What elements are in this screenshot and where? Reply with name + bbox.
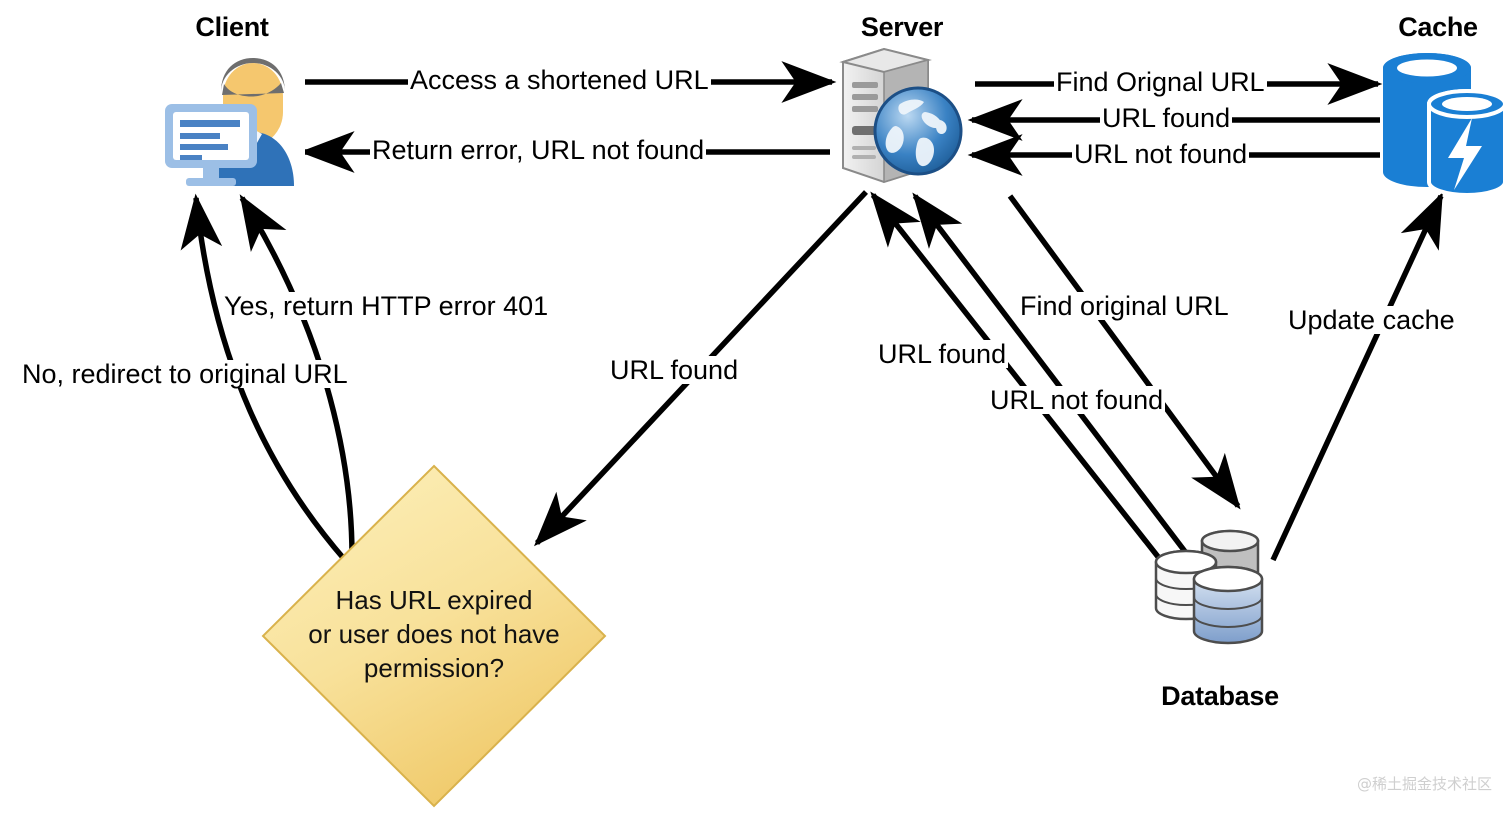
edge-label-server-url-found: URL found	[608, 355, 741, 385]
decision-diamond	[261, 464, 607, 808]
edge-update-cache	[1270, 192, 1444, 562]
edge-label-db-url-not-found: URL not found	[988, 385, 1166, 415]
edge-db-url-not-found	[912, 192, 1199, 568]
edge-label-find-original-url: Find original URL	[1018, 291, 1231, 321]
decision-diamond-label: Has URL expired or user does not have pe…	[308, 585, 560, 683]
user-monitor-icon	[163, 48, 305, 186]
node-title-database: Database	[1161, 681, 1279, 711]
edge-label-access-shortened-url: Access a shortened URL	[408, 65, 711, 95]
edge-label-update-cache: Update cache	[1286, 305, 1457, 335]
node-title-cache: Cache	[1398, 12, 1478, 42]
node-title-client: Client	[195, 12, 269, 42]
edge-find-original-url	[1007, 194, 1241, 510]
edge-yes-http-401	[239, 194, 355, 557]
edge-label-no-redirect: No, redirect to original URL	[20, 359, 350, 389]
edge-label-yes-http-401: Yes, return HTTP error 401	[222, 291, 551, 321]
edge-db-url-found	[870, 191, 1173, 574]
edge-label-db-url-found: URL found	[876, 339, 1009, 369]
watermark: @稀土掘金技术社区	[1356, 775, 1492, 793]
edge-label-cache-url-found: URL found	[1100, 103, 1233, 133]
server-globe-icon	[839, 47, 963, 184]
edge-no-redirect	[180, 193, 348, 562]
cache-cylinder-icon	[1383, 53, 1507, 197]
edge-label-cache-url-not-found: URL not found	[1072, 139, 1250, 169]
database-cylinders-icon	[1154, 529, 1264, 645]
node-title-server: Server	[860, 12, 944, 42]
edge-label-find-orignal-url: Find Orignal URL	[1054, 67, 1267, 97]
edge-label-return-error: Return error, URL not found	[370, 135, 707, 165]
